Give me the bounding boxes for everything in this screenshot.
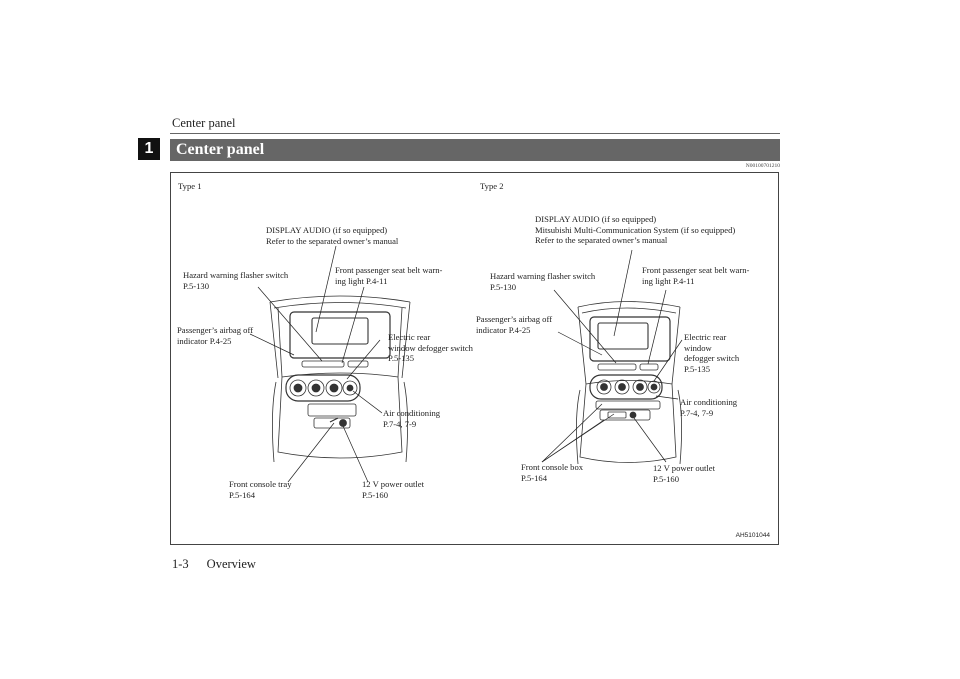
type1-console-label: Front console tray P.5-164 — [229, 479, 292, 500]
type2-air-conditioning-label: Air conditioning P.7-4, 7-9 — [680, 397, 738, 418]
figure-code: AH5101044 — [735, 532, 770, 539]
type2-hazard-label: Hazard warning flasher switch P.5-130 — [490, 271, 596, 292]
type2-panel-drawing — [576, 301, 682, 465]
type2-display-audio-label: DISPLAY AUDIO (if so equipped) Mitsubish… — [535, 214, 736, 245]
type1-power-outlet-label: 12 V power outlet P.5-160 — [362, 479, 424, 500]
type1-air-conditioning-label: Air conditioning P.7-4, 7-9 — [383, 408, 441, 429]
type2-defogger-label: Electric rear window defogger switch P.5… — [684, 332, 740, 374]
type2-title: Type 2 — [480, 181, 504, 191]
type1-airbag-label: Passenger’s airbag off indicator P.4-25 — [177, 325, 254, 346]
type1-title: Type 1 — [178, 181, 202, 191]
type1-leader-lines — [249, 245, 383, 483]
type2-seat-belt-label: Front passenger seat belt warn- ing ligh… — [642, 265, 750, 286]
document-code: N00100701210 — [745, 163, 780, 169]
type1-panel-drawing — [269, 295, 411, 463]
section-title: Center panel — [170, 139, 780, 161]
type1-display-audio-label: DISPLAY AUDIO (if so equipped) Refer to … — [266, 225, 399, 246]
type2-console-label: Front console box P.5-164 — [521, 462, 584, 483]
page-footer: 1-3 Overview — [172, 557, 274, 572]
type2-power-outlet-label: 12 V power outlet P.5-160 — [653, 463, 715, 484]
type2-leader-lines — [541, 249, 683, 463]
page-number: 1-3 — [172, 557, 189, 571]
type2-airbag-label: Passenger’s airbag off indicator P.4-25 — [476, 314, 553, 335]
figure-frame — [170, 172, 779, 545]
type1-hazard-label: Hazard warning flasher switch P.5-130 — [183, 270, 289, 291]
running-head: Center panel — [172, 116, 236, 130]
chapter-tab: 1 — [138, 138, 160, 160]
type1-defogger-label: Electric rear window defogger switch P.5… — [388, 332, 473, 363]
center-panel-illustration — [249, 245, 683, 483]
header-rule — [170, 133, 780, 134]
chapter-name: Overview — [206, 557, 256, 571]
type1-seat-belt-label: Front passenger seat belt warn- ing ligh… — [335, 265, 443, 286]
